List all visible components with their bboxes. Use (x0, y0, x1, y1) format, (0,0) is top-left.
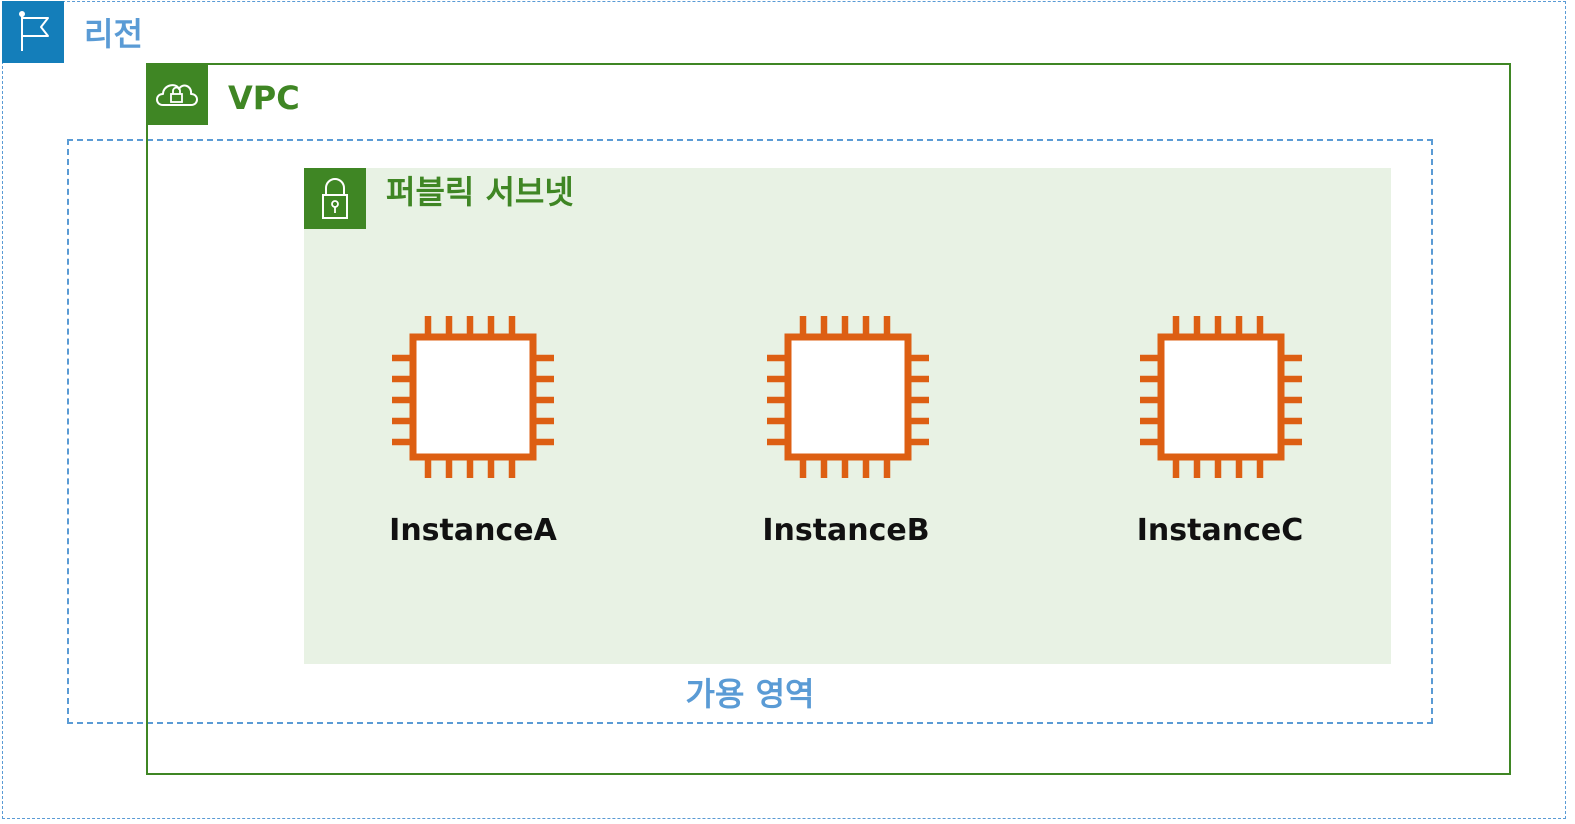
region-label: 리전 (84, 15, 143, 53)
instance-a-label: InstanceA (389, 513, 557, 548)
ec2-instance-icon (1139, 315, 1303, 479)
vpc-cloud-lock-icon (146, 63, 208, 125)
instance-c-label: InstanceC (1136, 513, 1304, 548)
ec2-instance-icon (391, 315, 555, 479)
public-subnet-label: 퍼블릭 서브넷 (386, 173, 574, 211)
availability-zone-label: 가용 영역 (685, 675, 815, 713)
region-flag-icon (2, 1, 64, 63)
ec2-instance-icon (766, 315, 930, 479)
availability-zone-container (67, 139, 1433, 724)
vpc-container (146, 63, 1511, 775)
subnet-lock-icon (304, 168, 366, 229)
vpc-label: VPC (228, 79, 300, 117)
instance-b-label: InstanceB (762, 513, 930, 548)
